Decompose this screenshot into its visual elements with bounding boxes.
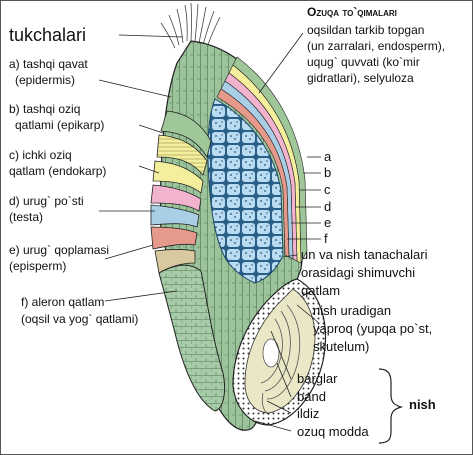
label-nish: nish [409,397,436,412]
label-oraliq-line1: un va nish tanachalari [301,247,427,262]
label-barglar: barglar [297,371,337,386]
label-ildiz: ildiz [297,406,319,421]
label-skutelum-line1: nish uradigan [313,303,391,318]
label-epidermis-line2: (epidermis) [15,73,75,87]
label-endokarp-line2: qatlam (endokarp) [9,164,106,178]
label-ozuq-modda: ozuq modda [297,424,369,439]
nish-brace [379,369,401,443]
label-epikarp-line1: b) tashqi oziq [9,102,80,116]
label-letter-d: d [324,199,331,214]
label-ozuqa-line3: uqug` quvvati (ko`mir [307,55,420,69]
label-testa-line2: (testa) [9,210,43,224]
label-oraliq-line3: qatlam [301,283,340,298]
label-letter-f: f [324,231,328,246]
label-ozuqa-line1: oqsildan tarkib topgan [307,23,424,37]
label-ozuqa-line4: gidratlari), selyuloza [307,71,414,85]
label-skutelum-line3: skutelum) [313,339,369,354]
label-episperm-line1: e) urug` qoplamasi [9,243,109,257]
label-band: band [297,389,326,404]
label-letter-e: e [324,215,331,230]
label-epidermis-line1: a) tashqi qavat [9,57,88,71]
label-letter-b: b [324,165,331,180]
label-skutelum-line2: yaproq (yupqa po`st, [313,321,432,336]
label-epikarp-line2: qatlami (epikarp) [15,118,104,132]
label-aleron-line1: f) aleron qatlam [21,295,104,309]
label-oraliq-line2: orasidagi shimuvchi [301,265,415,280]
label-ozuqa-line2: (un zarralari, endosperm), [307,39,445,53]
label-ozuqa-title: Ozuqa to`qimalari [307,5,397,19]
label-episperm-line2: (episperm) [9,259,66,273]
label-testa-line1: d) urug` po`sti [9,194,84,208]
label-letter-c: c [324,182,331,197]
label-letter-a: a [324,149,331,164]
label-aleron-line2: (oqsil va yog` qatlami) [21,312,138,326]
label-endokarp-line1: c) ichki oziq [9,148,72,162]
label-tukchalari: tukchalari [9,25,86,45]
